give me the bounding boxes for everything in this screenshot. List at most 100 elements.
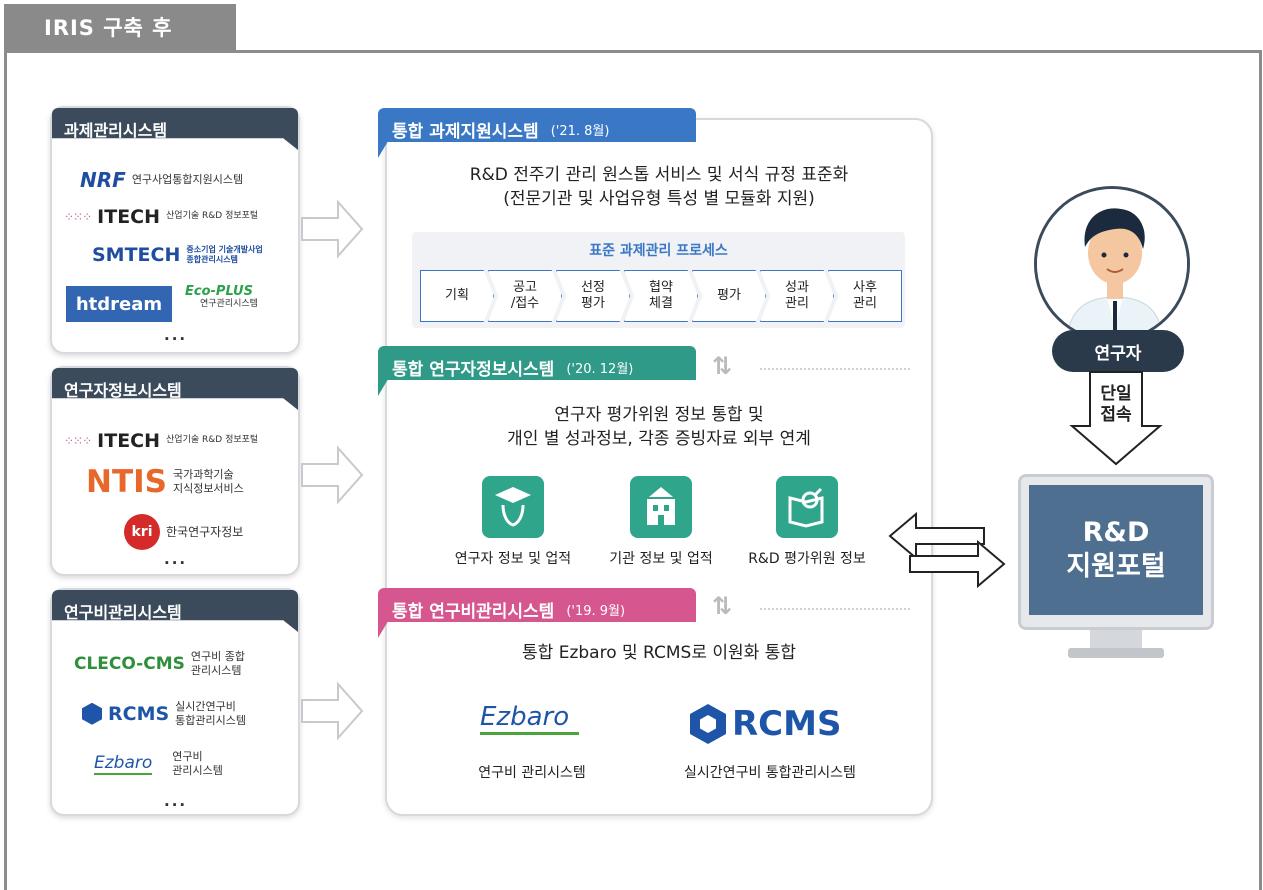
rcms-big-logo: RCMS [690,704,841,744]
dotted-divider [760,608,910,610]
single-access-line1: 단일 [1100,384,1132,404]
process-step-label-2: 관리 [785,296,809,311]
rcms-logo: RCMS [108,702,170,725]
more-ellipsis: ... [164,550,188,568]
smtech-logo-row: SMTECH 중소기업 기술개발사업 종합관리시스템 [92,244,263,266]
process-title: 표준 과제관리 프로세스 [589,243,728,259]
left-panel-task-title: 과제관리시스템 [52,108,298,150]
process-step-label: 평가 [717,288,741,304]
smtech-logo: SMTECH [92,244,181,266]
smtech-subtitle: 중소기업 기술개발사업 종합관리시스템 [186,245,262,265]
itech-logo-row: ⁘⁙⁘ ITECH 산업기술 R&D 정보포털 [64,206,258,228]
arrow-right-icon [301,199,364,259]
cleco-logo: CLECO-CMS [74,653,185,674]
process-step: 공고/접수 [488,270,562,322]
ezbaro-logo: Ezbaro [94,752,153,775]
ezbaro-big-logo: Ezbaro [480,702,580,735]
ezbaro-logo-row: Ezbaro 연구비 관리시스템 [94,750,223,778]
center-task-desc: R&D 전주기 관리 원스톱 서비스 및 서식 규정 표준화 (전문기관 및 사… [400,164,918,212]
itech-logo: ITECH [97,206,161,228]
left-panel-researcher: 연구자정보시스템 ⁘⁙⁘ ITECH 산업기술 R&D 정보포털 NTIS 국가… [50,366,300,576]
center-task-title: 통합 과제지원시스템 [392,122,539,142]
itech-subtitle: 산업기술 R&D 정보포털 [166,211,259,222]
institution-info-label: 기관 정보 및 업적 [609,551,713,567]
smtech-subtitle-line1: 중소기업 기술개발사업 [186,245,263,254]
dotted-divider [760,368,910,370]
center-task-date: ('21. 8월) [550,124,610,139]
ntis-subtitle-line1: 국가과학기술 [172,468,234,482]
sync-arrows-icon: ⇅ [712,352,733,380]
arrow-right-icon [301,445,364,505]
center-researcher-desc: 연구자 평가위원 정보 통합 및 개인 별 성과정보, 각종 증빙자료 외부 연… [400,404,918,452]
center-researcher-desc-line2: 개인 별 성과정보, 각종 증빙자료 외부 연계 [507,428,811,449]
center-researcher-title: 통합 연구자정보시스템 [392,360,555,380]
down-arrow-icon [1069,371,1163,466]
center-researcher-desc-line1: 연구자 평가위원 정보 통합 및 [554,405,764,425]
rcms-subtitle: 실시간연구비 통합관리시스템 [175,700,246,728]
rcms-label: 실시간연구비 통합관리시스템 [684,765,856,781]
researcher-info-label: 연구자 정보 및 업적 [454,551,572,567]
bidirectional-arrow-icon [888,511,1006,589]
rcms-logo-row: RCMS 실시간연구비 통합관리시스템 [82,700,246,728]
more-ellipsis: ... [164,326,188,344]
process-step-label: 협약 [649,280,673,296]
cleco-logo-row: CLECO-CMS 연구비 종합 관리시스템 [74,650,245,678]
rcms-big-logo-text: RCMS [732,704,842,744]
diagram-frame [4,50,1262,890]
itech-dots-icon: ⁘⁙⁘ [64,434,92,448]
cleco-subtitle-line2: 관리시스템 [190,663,242,677]
process-step-label-2: 체결 [649,296,673,311]
graduate-icon [482,476,544,538]
ezbaro-subtitle: 연구비 관리시스템 [158,750,223,778]
left-panel-budget-title: 연구비관리시스템 [52,590,298,632]
rcms-subtitle-line2: 통합관리시스템 [175,713,247,727]
monitor-neck [1090,630,1142,650]
sync-arrows-icon: ⇅ [712,592,733,620]
book-magnifier-icon [776,476,838,538]
cleco-subtitle-line1: 연구비 종합 [190,650,245,663]
ntis-logo-row: NTIS 국가과학기술 지식정보서비스 [86,464,244,500]
section-tag: IRIS 구축 후 [4,4,236,50]
process-step-label: 선정 [581,280,605,296]
process-step: 기획 [420,270,494,322]
left-panel-task: 과제관리시스템 NRF 연구사업통합지원시스템 ⁘⁙⁘ ITECH 산업기술 R… [50,106,300,354]
nrf-subtitle: 연구사업통합지원시스템 [131,173,244,187]
more-ellipsis: ... [164,792,188,810]
cleco-subtitle: 연구비 종합 관리시스템 [191,650,245,678]
process-step-label-2: 관리 [853,296,877,311]
ecoplus-logo: Eco-PLUS 연구관리시스템 [180,284,258,310]
ntis-logo: NTIS [86,464,167,500]
ezbaro-big-logo-text: Ezbaro [480,702,580,735]
building-icon [630,476,692,538]
ecoplus-subtitle: 연구관리시스템 [200,299,258,309]
center-panel [385,118,933,816]
kri-subtitle: 한국연구자정보 [166,524,244,539]
rcms-hexagon-icon [82,702,102,725]
process-step-label: 공고 [513,280,537,296]
arrow-right-icon [301,681,364,741]
ezbaro-subtitle-line1: 연구비 [172,750,203,763]
ecoplus-logo-text: Eco-PLUS [185,284,253,299]
center-budget-date: ('19. 9월) [566,604,626,619]
kri-logo: kri [124,514,160,550]
smtech-subtitle-line2: 종합관리시스템 [186,255,238,264]
ntis-subtitle: 국가과학기술 지식정보서비스 [173,468,244,496]
htdream-logo: htdream [66,286,172,322]
ezbaro-subtitle-line2: 관리시스템 [172,763,223,777]
process-step: 평가 [692,270,766,322]
process-step-label: 성과 [785,280,809,296]
process-step-label-2: /접수 [510,296,540,311]
left-panel-budget: 연구비관리시스템 CLECO-CMS 연구비 종합 관리시스템 RCMS 실시간… [50,588,300,816]
nrf-logo-row: NRF 연구사업통합지원시스템 [80,168,243,192]
portal-screen: R&D 지원포털 [1029,485,1203,615]
process-step-label: 기획 [445,288,469,304]
researcher-label: 연구자 [1052,330,1184,372]
researcher-avatar [1034,186,1190,342]
center-budget-title: 통합 연구비관리시스템 [392,602,555,622]
left-panel-researcher-title: 연구자정보시스템 [52,368,298,410]
center-task-desc-line1: R&D 전주기 관리 원스톱 서비스 및 서식 규정 표준화 [469,165,849,185]
